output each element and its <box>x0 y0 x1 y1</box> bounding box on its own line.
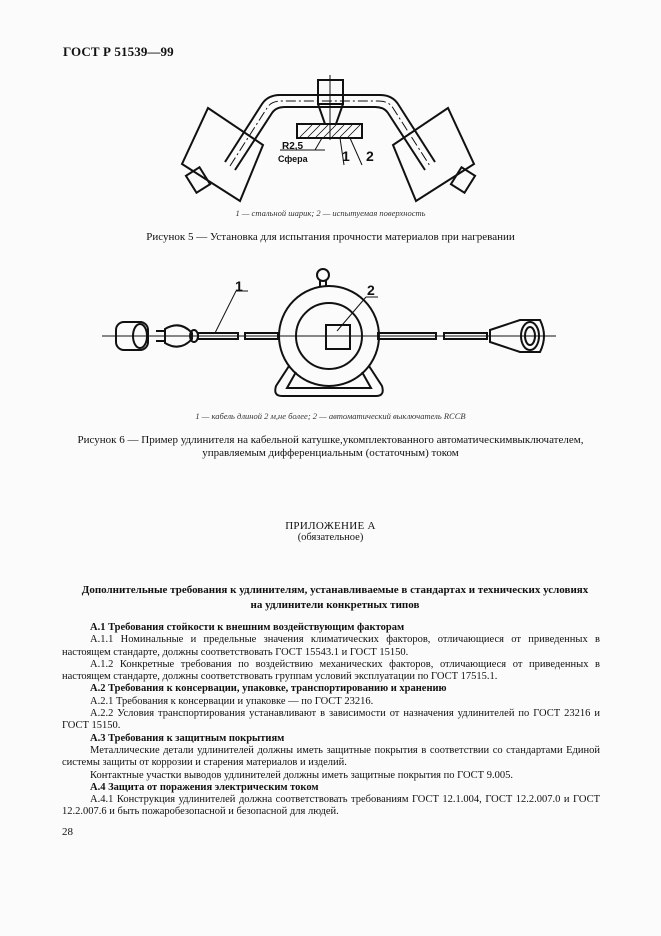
label-r25: R2,5 <box>282 141 304 152</box>
page-number: 28 <box>62 826 73 838</box>
appendix-title: ПРИЛОЖЕНИЕ А <box>285 520 376 532</box>
paragraph-a1-2: А.1.2 Конкретные требования по воздейств… <box>62 658 600 683</box>
appendix-subtitle: (обязательное) <box>297 532 364 543</box>
paragraph-a3-2: Контактные участки выводов удлинителей д… <box>90 769 513 781</box>
paragraph-a2-2: А.2.2 Условия транспортирования устанавл… <box>62 708 600 732</box>
appendix-heading: Дополнительные требования к удлинителям,… <box>55 583 615 613</box>
document-code-header: ГОСТ Р 51539—99 <box>63 44 174 59</box>
appendix-heading-line1: Дополнительные требования к удлинителям,… <box>81 584 589 596</box>
appendix-heading-line2: на удлинители конкретных типов <box>250 599 420 611</box>
figure5-test-apparatus-drawing <box>180 75 477 203</box>
label-sphere: Сфера <box>278 154 308 164</box>
figure6-caption: Рисунок 6 — Пример удлинителя на кабельн… <box>0 434 661 460</box>
figure6-caption-line1: Рисунок 6 — Пример удлинителя на кабельн… <box>77 434 584 446</box>
paragraph-a2-1: А.2.1 Требования к консервации и упаковк… <box>90 695 374 707</box>
paragraph-a3-1: Металлические детали удлинителей должны … <box>62 744 600 769</box>
appendix-body: А.1 Требования стойкости к внешним возде… <box>62 622 600 819</box>
section-heading-a2: А.2 Требования к консервации, упаковке, … <box>90 683 447 695</box>
section-heading-a4: А.4 Защита от поражения электрическим то… <box>90 781 319 793</box>
figure5-caption: Рисунок 5 — Установка для испытания проч… <box>146 231 515 243</box>
figure6-caption-line2: управляемым дифференциальным (остаточным… <box>202 447 459 459</box>
figure6-legend: 1 — кабель длиной 2 м,не более; 2 — авто… <box>195 411 466 421</box>
label-1: 1 <box>342 148 350 164</box>
figure6-cable-reel-drawing <box>102 268 556 397</box>
paragraph-a1-1: А.1.1 Номинальные и предельные значения … <box>62 634 600 658</box>
paragraph-a4-1: А.4.1 Конструкция удлинителей должна соо… <box>62 794 600 818</box>
figure5-legend: 1 — стальной шарик; 2 — испытуемая повер… <box>235 208 426 218</box>
section-heading-a1: А.1 Требования стойкости к внешним возде… <box>90 622 405 633</box>
label-2: 2 <box>366 148 374 164</box>
label-1: 1 <box>235 278 243 294</box>
section-heading-a3: А.3 Требования к защитным покрытиям <box>90 732 285 744</box>
label-2: 2 <box>367 282 375 298</box>
